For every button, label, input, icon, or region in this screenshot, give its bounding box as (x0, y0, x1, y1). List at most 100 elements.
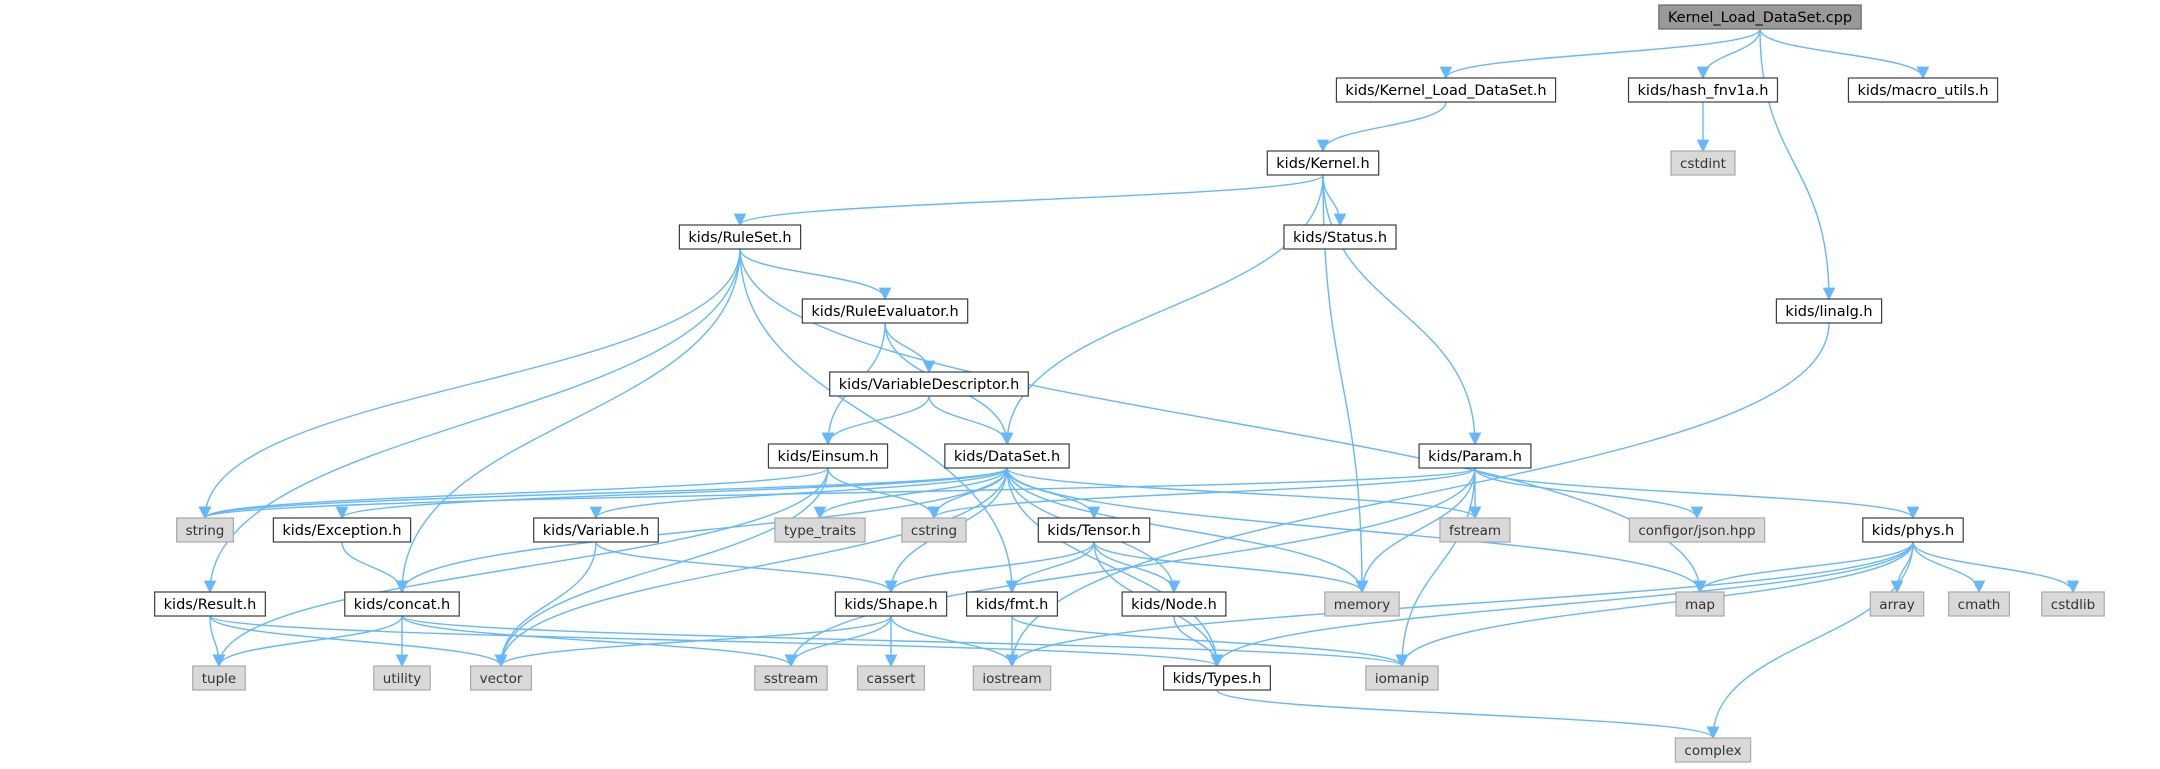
edge-concat-to-iomanip (401, 615, 1408, 668)
node-box-root (1658, 4, 1862, 30)
node-box-json (1628, 517, 1766, 543)
node-label-sstream: sstream (764, 671, 818, 687)
edge-ruleeval-to-vardesc (884, 322, 936, 374)
node-concat[interactable]: kids/concat.h (344, 591, 460, 617)
node-types[interactable]: kids/Types.h (1163, 665, 1271, 691)
edge-concat-to-tuple (212, 615, 403, 668)
node-label-result: kids/Result.h (164, 597, 257, 613)
edge-phys-to-map (1693, 541, 1914, 594)
node-root[interactable]: Kernel_Load_DataSet.cpp (1658, 4, 1862, 30)
node-label-ruleset: kids/RuleSet.h (688, 230, 791, 246)
edge-param-to-json (1474, 467, 1704, 520)
node-param[interactable]: kids/Param.h (1418, 443, 1532, 469)
node-tensor[interactable]: kids/Tensor.h (1037, 517, 1151, 543)
node-box-types (1163, 665, 1271, 691)
edge-root-to-fnv (1696, 28, 1761, 80)
node-label-json: configor/json.hpp (1638, 523, 1755, 539)
node-phys[interactable]: kids/phys.h (1862, 517, 1964, 543)
node-label-kld: kids/Kernel_Load_DataSet.h (1345, 83, 1546, 99)
node-ruleset[interactable]: kids/RuleSet.h (678, 224, 802, 250)
edge-result-to-types (209, 615, 1223, 668)
node-box-exception (272, 517, 412, 543)
edge-kernel-to-memory (1322, 174, 1369, 594)
node-label-fstream: fstream (1449, 523, 1501, 539)
node-status[interactable]: kids/Status.h (1283, 224, 1397, 250)
edge-kernel-to-dataset (1000, 174, 1324, 446)
node-label-memory: memory (1334, 597, 1390, 613)
edge-variable-to-shape (595, 541, 898, 594)
edge-exception-to-concat (341, 541, 409, 594)
node-label-tuple: tuple (202, 671, 236, 687)
edge-dataset-to-fstream (1006, 467, 1482, 520)
edge-param-to-memory (1355, 467, 1476, 594)
edge-dataset-to-memory (1006, 467, 1369, 594)
node-box-fnv (1627, 77, 1779, 103)
node-label-vector: vector (480, 671, 523, 687)
node-linalg[interactable]: kids/linalg.h (1775, 298, 1883, 324)
node-box-cmath (1948, 591, 2010, 617)
node-label-shape: kids/Shape.h (844, 597, 937, 613)
edge-vardesc-to-einsum (821, 395, 930, 446)
node-label-iomanip: iomanip (1375, 671, 1429, 687)
node-cassert: cassert (856, 665, 926, 691)
node-label-string: string (186, 523, 225, 539)
node-label-concat: kids/concat.h (354, 597, 450, 613)
edge-shape-to-vector (494, 615, 892, 668)
node-fnv[interactable]: kids/hash_fnv1a.h (1627, 77, 1779, 103)
edge-variable-to-vector (494, 541, 597, 668)
node-label-kernel: kids/Kernel.h (1276, 156, 1369, 172)
node-box-iostream (972, 665, 1052, 691)
node-box-fstream (1439, 517, 1511, 543)
node-box-linalg (1775, 298, 1883, 324)
edge-param-to-cstring (927, 467, 1476, 520)
node-iostream: iostream (972, 665, 1052, 691)
node-fmt[interactable]: kids/fmt.h (966, 591, 1058, 617)
edge-kernel-to-ruleset (733, 174, 1324, 227)
node-node[interactable]: kids/Node.h (1121, 591, 1227, 617)
node-einsum[interactable]: kids/Einsum.h (767, 443, 889, 469)
node-ruleeval[interactable]: kids/RuleEvaluator.h (801, 298, 969, 324)
node-cmath: cmath (1948, 591, 2010, 617)
node-label-dataset: kids/DataSet.h (954, 449, 1060, 465)
node-label-ruleeval: kids/RuleEvaluator.h (811, 304, 958, 320)
node-label-iostream: iostream (982, 671, 1041, 687)
node-box-ruleeval (801, 298, 969, 324)
edge-einsum-to-tuple (212, 467, 829, 668)
node-kernel[interactable]: kids/Kernel.h (1266, 150, 1380, 176)
node-macro[interactable]: kids/macro_utils.h (1847, 77, 1999, 103)
node-label-macro: kids/macro_utils.h (1857, 83, 1988, 99)
node-variable[interactable]: kids/Variable.h (533, 517, 659, 543)
node-shape[interactable]: kids/Shape.h (834, 591, 948, 617)
edge-concat-to-sstream (401, 615, 798, 668)
node-label-node: kids/Node.h (1131, 597, 1217, 613)
edge-types-to-complex (1216, 689, 1720, 740)
node-label-fnv: kids/hash_fnv1a.h (1638, 83, 1769, 99)
node-box-dataset (944, 443, 1070, 469)
node-exception[interactable]: kids/Exception.h (272, 517, 412, 543)
edge-ruleset-to-ruleeval (739, 248, 892, 301)
node-box-einsum (767, 443, 889, 469)
node-label-root: Kernel_Load_DataSet.cpp (1668, 10, 1852, 26)
edge-tensor-to-node (1093, 541, 1181, 594)
node-box-fmt (966, 591, 1058, 617)
node-dataset[interactable]: kids/DataSet.h (944, 443, 1070, 469)
node-box-cstdlib (2041, 591, 2105, 617)
edge-phys-to-iomanip (1395, 541, 1914, 668)
node-complex: complex (1674, 737, 1752, 763)
node-box-concat (344, 591, 460, 617)
edge-phys-to-types (1210, 541, 1914, 668)
node-vardesc[interactable]: kids/VariableDescriptor.h (829, 371, 1029, 397)
node-memory: memory (1324, 591, 1400, 617)
edge-phys-to-iostream (1005, 541, 1914, 668)
node-json: configor/json.hpp (1628, 517, 1766, 543)
node-box-type_traits (774, 517, 866, 543)
node-box-shape (834, 591, 948, 617)
node-label-array: array (1879, 597, 1914, 613)
node-label-linalg: kids/linalg.h (1785, 304, 1872, 320)
edge-result-to-vector (209, 615, 508, 668)
node-kld[interactable]: kids/Kernel_Load_DataSet.h (1335, 77, 1557, 103)
edge-einsum-to-string (198, 467, 829, 520)
node-result[interactable]: kids/Result.h (154, 591, 266, 617)
edge-linalg-to-iostream (1005, 322, 1830, 668)
